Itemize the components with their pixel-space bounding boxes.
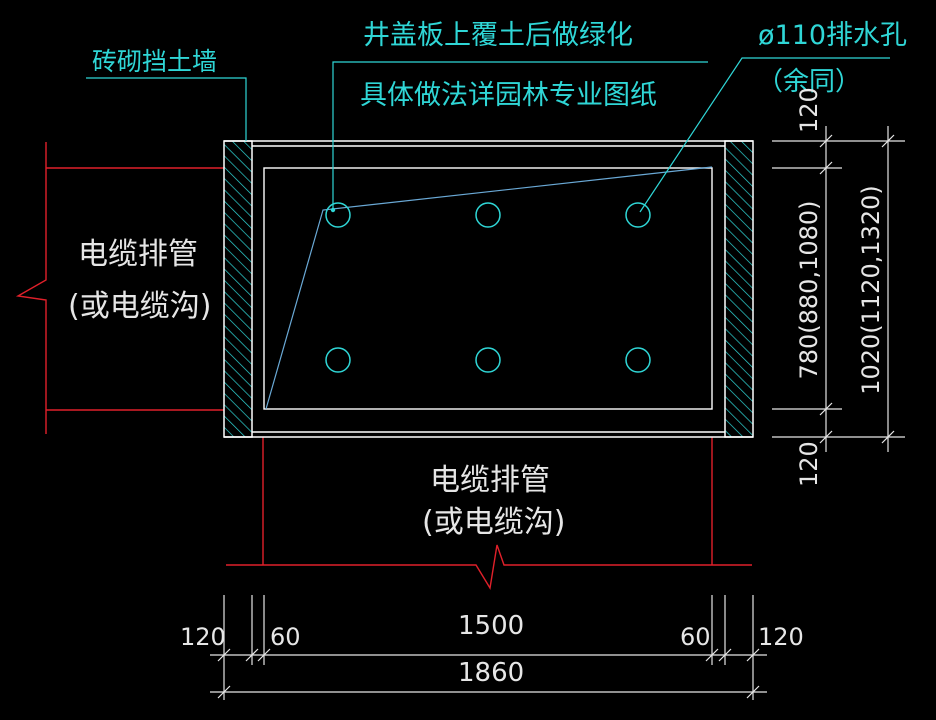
drain-hole-circle — [325, 347, 351, 373]
dim-gap-right: 60 — [680, 623, 711, 651]
cover-note-line1: 井盖板上覆土后做绿化 — [363, 20, 633, 51]
dim-inner-height: 780(880,1080) — [795, 200, 823, 379]
cable-bottom-line2: (或电缆沟) — [422, 505, 565, 540]
dim-gap-left: 60 — [270, 623, 301, 651]
dimension-bottom — [210, 595, 767, 700]
drain-hole-circle — [325, 202, 351, 228]
brick-wall-right — [724, 140, 754, 438]
drain-hole-circle — [625, 202, 651, 228]
cable-left-line1: 电缆排管 — [78, 237, 198, 272]
cable-duct-left — [15, 142, 224, 434]
dim-overall-height: 1020(1120,1320) — [857, 185, 885, 395]
dimension-right — [772, 126, 905, 452]
cable-left-line2: (或电缆沟) — [68, 289, 211, 324]
cover-slab — [263, 167, 713, 410]
drain-hole-note: （余同） — [757, 67, 861, 97]
drain-holes — [325, 202, 651, 373]
brick-wall-label: 砖砌挡土墙 — [92, 47, 217, 76]
dim-wall-right: 120 — [758, 623, 804, 651]
dim-wall-left: 120 — [180, 623, 226, 651]
dim-bottom-slab: 120 — [795, 441, 823, 487]
drain-hole-label: ø110排水孔 — [758, 20, 907, 51]
brick-wall-left — [223, 140, 253, 438]
annotation-leaders — [86, 57, 890, 213]
drain-hole-circle — [625, 347, 651, 373]
drain-hole-circle — [475, 347, 501, 373]
leader-dot — [330, 207, 336, 213]
cable-bottom-line1: 电缆排管 — [430, 463, 550, 498]
drain-hole-circle — [475, 202, 501, 228]
dim-top-slab: 120 — [795, 87, 823, 133]
cover-note-line2: 具体做法详园林专业图纸 — [360, 80, 657, 111]
dim-inner: 1500 — [458, 611, 524, 641]
leader-blue — [265, 166, 713, 410]
dim-overall-width: 1860 — [458, 658, 524, 688]
cable-duct-bottom — [226, 437, 752, 590]
pit-outline — [224, 140, 753, 438]
